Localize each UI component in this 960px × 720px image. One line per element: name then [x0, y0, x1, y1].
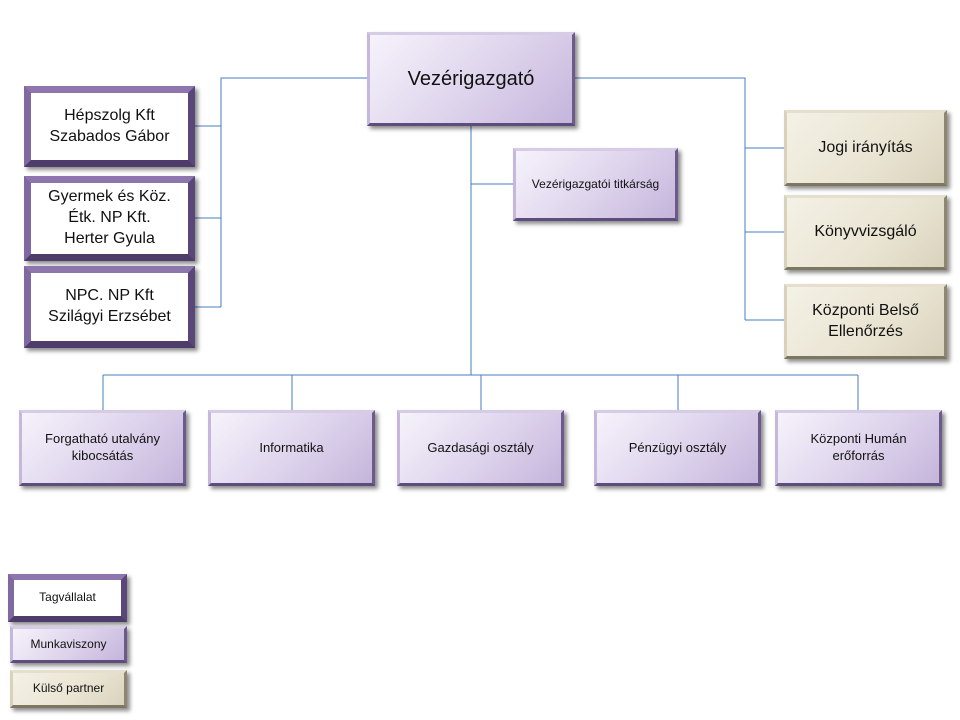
- department-label: Informatika: [259, 439, 324, 455]
- connector-departments: [102, 374, 859, 410]
- legend-subsidiary-label: Tagvállalat: [39, 590, 96, 605]
- secretariat-label: Vezérigazgatói titkárság: [531, 176, 660, 191]
- subsidiary-label: Hépszolg Kft Szabados Gábor: [49, 106, 170, 145]
- department-box-informatika: Informatika: [208, 410, 375, 486]
- department-label: Központi Humán erőforrás: [810, 431, 907, 463]
- ceo-box: Vezérigazgató: [367, 32, 575, 126]
- subsidiary-box-hepszolg: Hépszolg Kft Szabados Gábor: [24, 86, 195, 167]
- subsidiary-box-npc: NPC. NP Kft Szilágyi Erzsébet: [24, 266, 195, 348]
- legend-employment: Munkaviszony: [10, 626, 127, 663]
- ceo-label: Vezérigazgató: [407, 68, 535, 90]
- department-label: Gazdasági osztály: [427, 439, 534, 455]
- secretariat-box: Vezérigazgatói titkárság: [513, 148, 678, 221]
- department-box-human: Központi Humán erőforrás: [775, 410, 942, 486]
- external-box-jogi: Jogi irányítás: [784, 110, 947, 186]
- external-label: Jogi irányítás: [818, 138, 913, 156]
- legend-subsidiary: Tagvállalat: [8, 574, 127, 622]
- department-box-gazdasagi: Gazdasági osztály: [397, 410, 564, 486]
- legend-employment-label: Munkaviszony: [30, 636, 107, 651]
- external-label: Központi Belső Ellenőrzés: [812, 301, 919, 340]
- department-label: Pénzügyi osztály: [628, 439, 727, 455]
- connector-ceo-subsidiaries: [195, 77, 367, 308]
- department-box-penzugyi: Pénzügyi osztály: [594, 410, 761, 486]
- external-box-belso-ellenorzes: Központi Belső Ellenőrzés: [784, 284, 947, 359]
- legend-external-label: Külső partner: [32, 681, 105, 696]
- connector-ceo-external: [575, 77, 784, 321]
- external-box-konyvvizsgalo: Könyvvizsgáló: [784, 195, 947, 270]
- external-label: Könyvvizsgáló: [814, 223, 917, 241]
- department-label: Forgatható utalvány kibocsátás: [45, 431, 160, 463]
- subsidiary-box-gyermek: Gyermek és Köz. Étk. NP Kft. Herter Gyul…: [24, 176, 195, 261]
- department-box-forgathato: Forgatható utalvány kibocsátás: [19, 410, 186, 486]
- subsidiary-label: NPC. NP Kft Szilágyi Erzsébet: [48, 287, 171, 325]
- legend-external: Külső partner: [10, 670, 127, 708]
- subsidiary-label: Gyermek és Köz. Étk. NP Kft. Herter Gyul…: [48, 188, 171, 247]
